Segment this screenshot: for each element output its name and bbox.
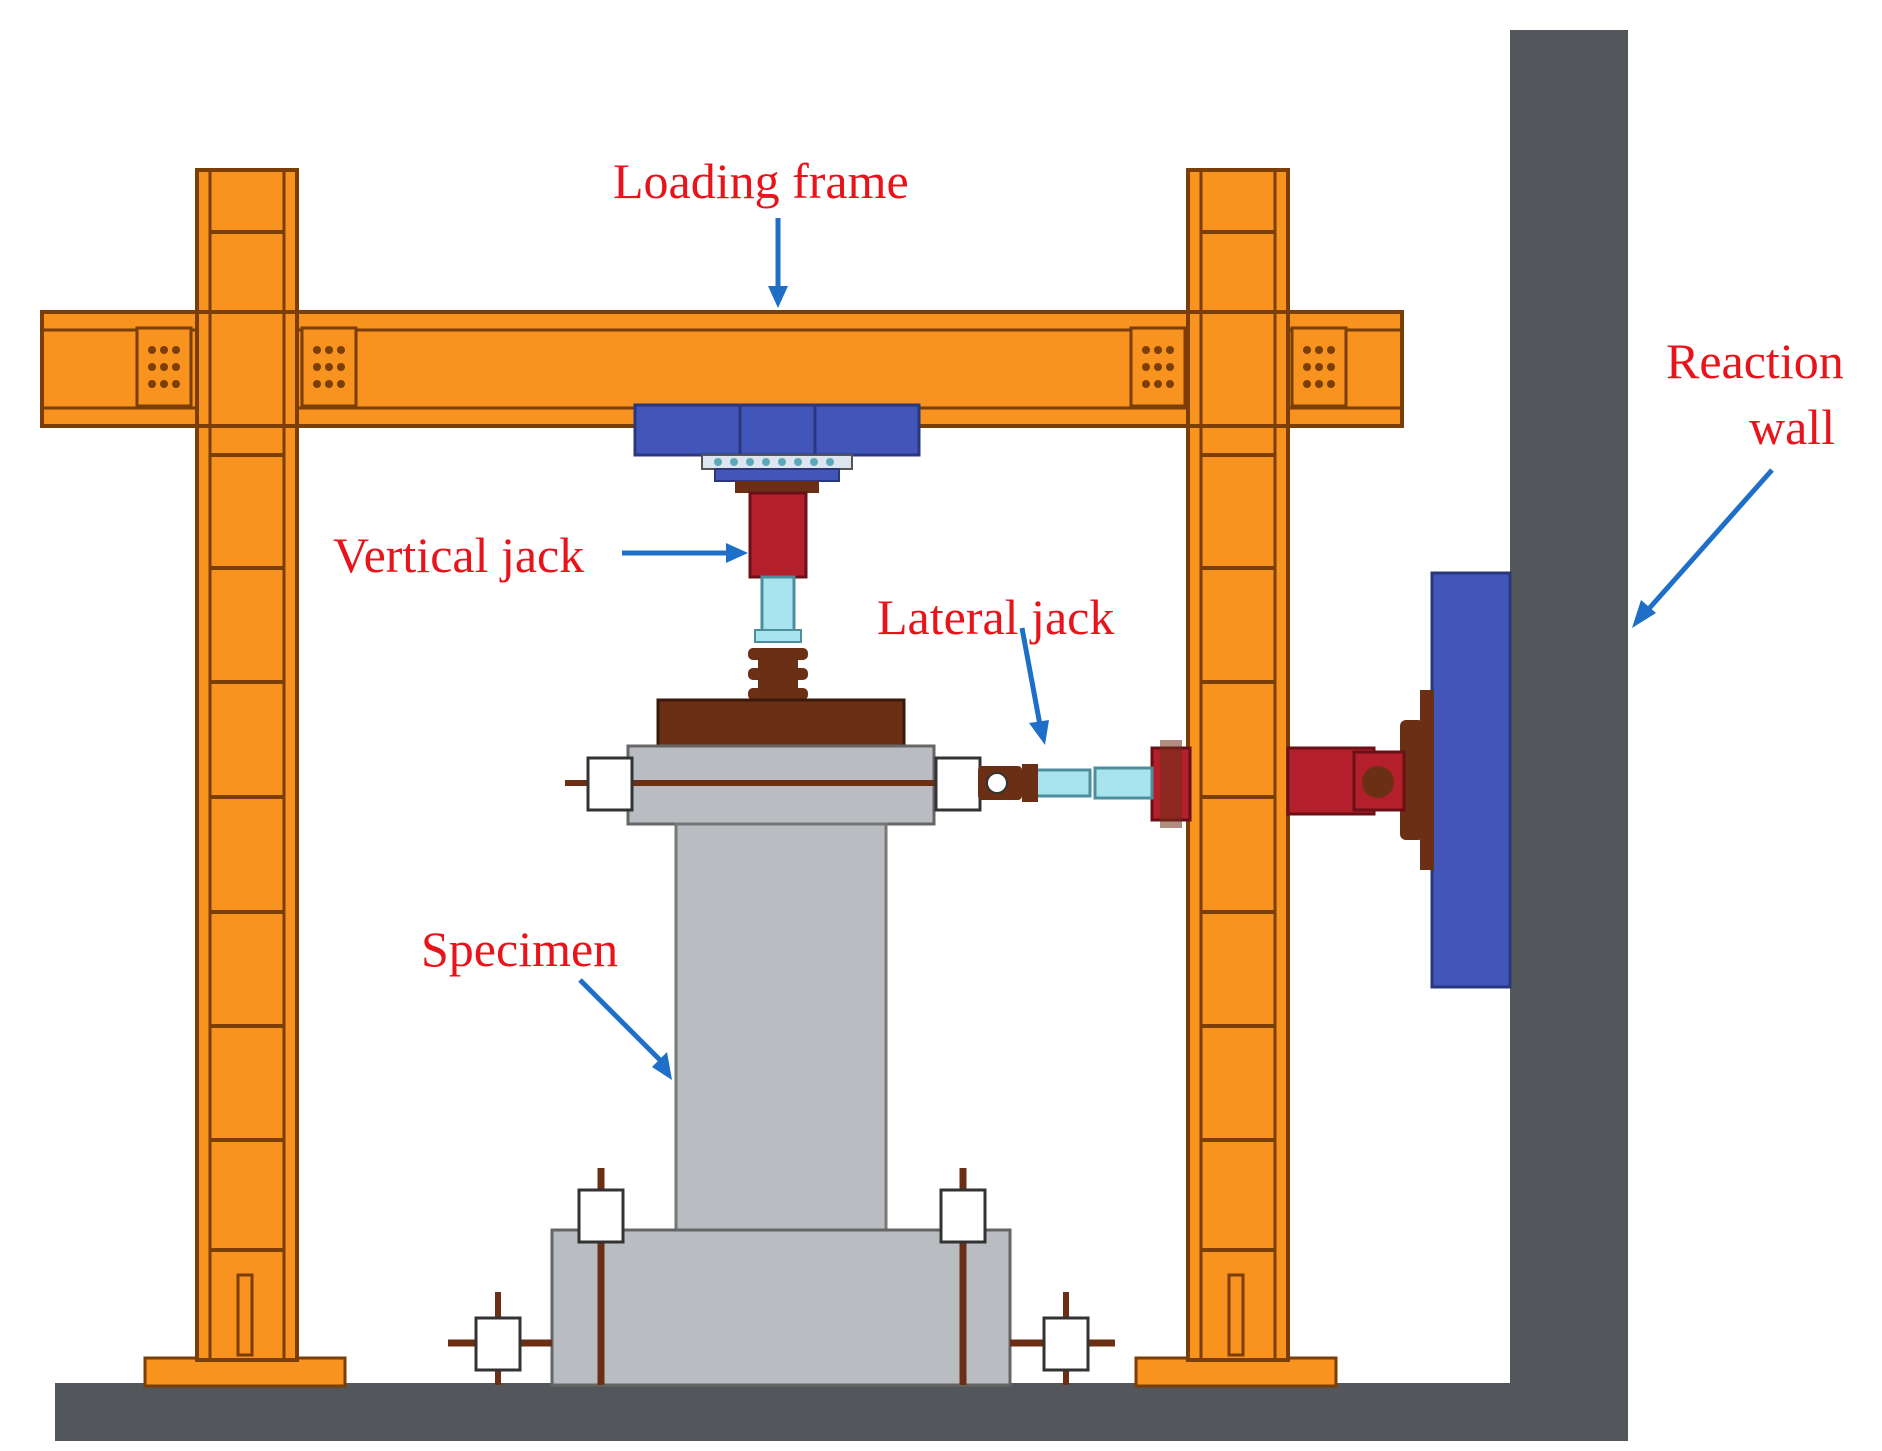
label-vertical-jack: Vertical jack <box>333 527 585 583</box>
ground-floor <box>55 1383 1628 1441</box>
label-loading-frame: Loading frame <box>613 153 909 209</box>
annotation-arrows <box>578 218 1774 1080</box>
arrow-lateral-jack <box>1019 627 1043 726</box>
vertical-jack-assembly <box>633 403 921 748</box>
reaction-wall <box>1510 30 1628 1441</box>
label-reaction-wall-line1: Reaction <box>1666 333 1844 389</box>
beam-bolt-plates <box>135 326 1348 408</box>
beam-bolts <box>148 346 1335 388</box>
arrow-reaction-wall <box>1644 468 1774 614</box>
arrow-specimen <box>578 978 662 1062</box>
label-lateral-jack: Lateral jack <box>877 589 1115 645</box>
specimen-column <box>550 744 1012 1387</box>
label-reaction-wall-line2: wall <box>1749 399 1836 455</box>
foundation-anchors <box>448 1168 1115 1385</box>
label-specimen: Specimen <box>421 921 619 977</box>
lateral-jack-assembly <box>978 571 1512 989</box>
